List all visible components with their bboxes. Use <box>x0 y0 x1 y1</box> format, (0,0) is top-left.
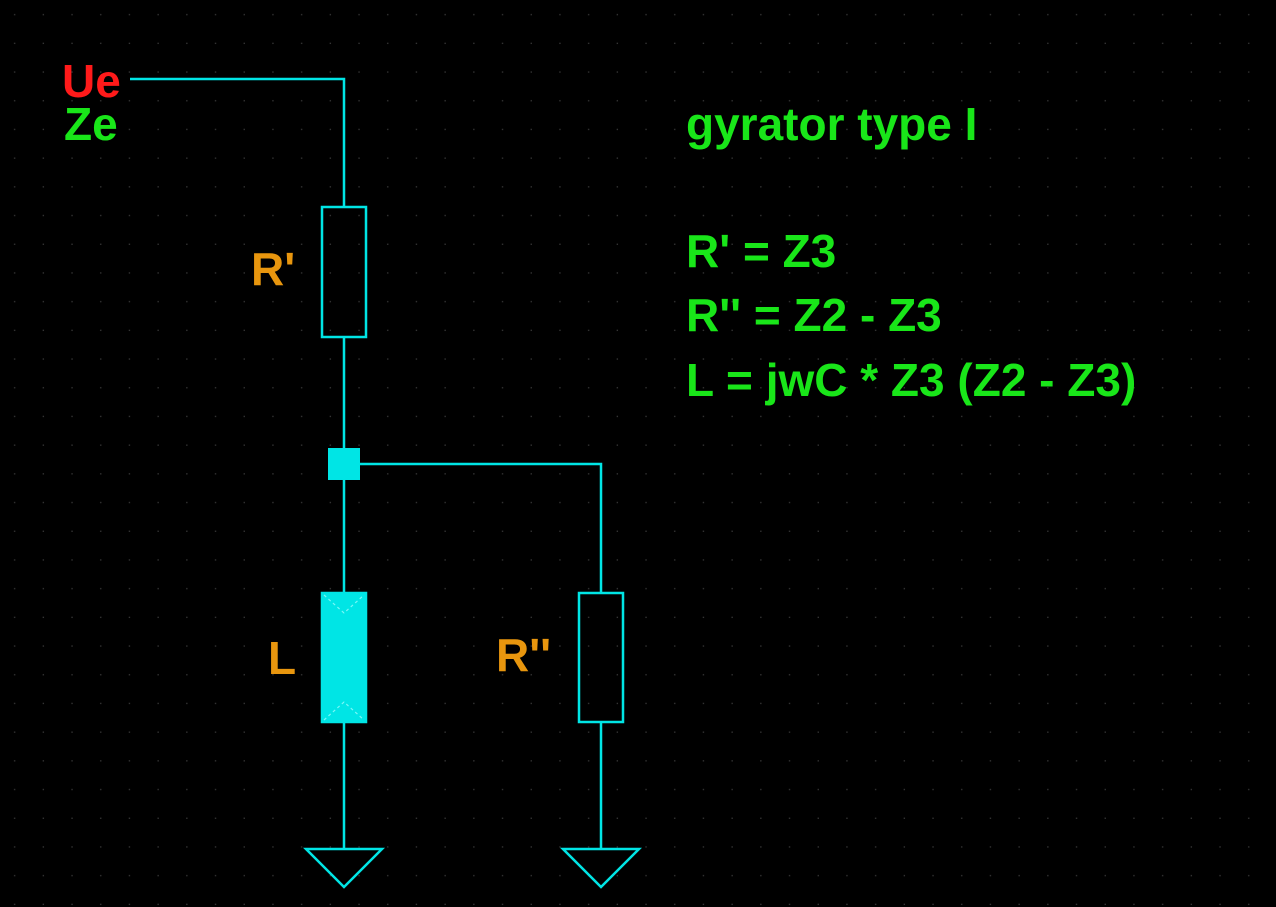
junction-node <box>328 448 360 480</box>
wire-node-to-rdoubleprime <box>344 462 603 593</box>
annotation-title: gyrator type I <box>686 98 977 150</box>
port-impedance-label: Ze <box>64 98 118 150</box>
ground-left-icon <box>302 847 386 889</box>
equation-r-prime: R' = Z3 <box>686 225 836 277</box>
inductor-hatch-bottom <box>323 701 365 721</box>
input-wire <box>130 77 346 207</box>
resistor-r-prime <box>320 205 368 339</box>
port-voltage-label: Ue <box>62 55 121 107</box>
equation-inductor: L = jwC * Z3 (Z2 - Z3) <box>686 354 1136 406</box>
ground-right-icon <box>559 847 643 889</box>
wires <box>130 77 603 849</box>
equation-r-double-prime: R'' = Z2 - Z3 <box>686 289 942 341</box>
label-r-prime: R' <box>251 243 295 295</box>
inductor-body <box>320 591 368 724</box>
label-r-double-prime: R'' <box>496 629 551 681</box>
resistor-r-double-prime <box>577 591 625 724</box>
inductor-hatch-top <box>323 594 365 614</box>
label-inductor: L <box>268 632 296 684</box>
inductor-l <box>320 591 368 724</box>
